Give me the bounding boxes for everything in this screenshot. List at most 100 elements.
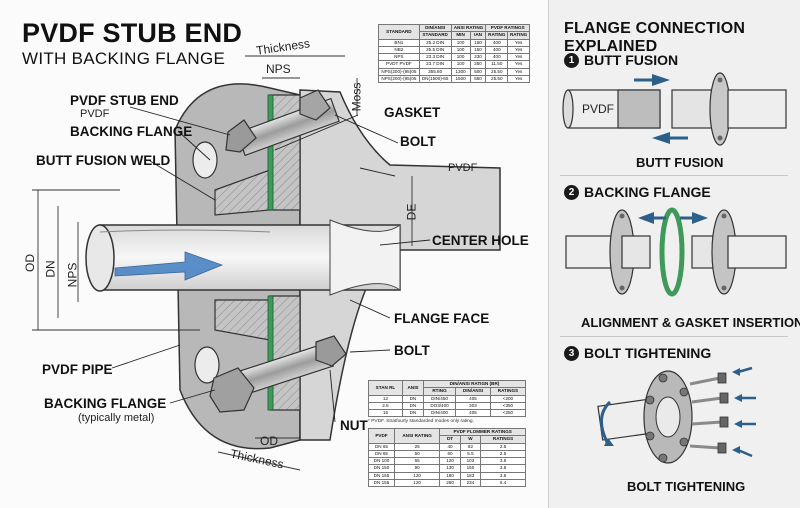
table-cell: DN(1500)-65 xyxy=(418,75,452,84)
divider-1 xyxy=(560,175,788,176)
table-cell: 50 xyxy=(393,449,441,459)
table-mid-h1: STAN RL xyxy=(368,380,403,396)
table-mid-h3: DIN/ANSI RATIGN (BR) xyxy=(422,379,527,389)
table-cell: 150 xyxy=(469,45,487,55)
dim-nps-top: NPS xyxy=(266,62,291,76)
table-cell: DN 65 xyxy=(368,449,395,459)
dim-od-bottom: OD xyxy=(260,434,278,448)
table-cell: 25 xyxy=(393,442,441,451)
step-2-caption: ALIGNMENT & GASKET INSERTION xyxy=(581,315,800,330)
table-cell: 230 xyxy=(469,53,487,62)
table-top-h3: ANSI RATING xyxy=(450,23,487,33)
table-cell: 23.3 DIN xyxy=(418,53,452,62)
table-cell: 90 xyxy=(393,464,441,473)
stub-end-cutaway-diagram xyxy=(32,55,501,471)
table-cell: DN 65 xyxy=(368,442,395,451)
step-1-caption: BUTT FUSION xyxy=(636,155,724,170)
label-bolt-bottom: BOLT xyxy=(394,343,430,358)
gasket-top xyxy=(267,94,274,211)
table-cell: 82 xyxy=(459,442,482,451)
table-cell: Yes xyxy=(507,53,530,62)
dim-od: OD xyxy=(23,254,37,272)
table-top-sh6: RATING xyxy=(507,31,530,40)
table-cell: DN 150 xyxy=(368,464,395,473)
table-bot-sh3: DT xyxy=(439,435,461,444)
page-title: PVDF STUB END xyxy=(22,18,243,48)
table-cell: 120 xyxy=(393,471,441,481)
dim-de: DE xyxy=(404,203,419,221)
table-bot-sh5: RATINGS xyxy=(480,435,526,444)
dim-moss: Moss xyxy=(349,82,364,112)
table-cell: 183 xyxy=(459,471,482,481)
table-cell: 150 xyxy=(459,464,482,473)
table-cell: 400 xyxy=(485,45,509,55)
step-1-pipe-text: PVDF xyxy=(582,102,615,116)
label-backing-flange-bottom: BACKING FLANGE xyxy=(44,396,167,411)
bolt-tightening-illustration xyxy=(597,366,756,464)
table-cell: DN 155 xyxy=(368,479,395,488)
table-cell: <200 xyxy=(489,394,527,403)
step-3-number: 3 xyxy=(564,345,579,361)
table-bot-sh4: W xyxy=(459,435,482,444)
label-butt-fusion-weld: BUTT FUSION WELD xyxy=(36,153,171,168)
table-cell: Yes xyxy=(507,45,530,55)
step-3-heading: 3 BOLT TIGHTENING xyxy=(564,345,711,361)
table-cell: DN xyxy=(401,401,424,411)
step-1-label: BUTT FUSION xyxy=(584,52,679,68)
table-cell: <250 xyxy=(489,409,527,418)
table-mid-sh5: RATINGS xyxy=(489,387,527,396)
table-cell: 5.5 xyxy=(459,449,482,459)
table-top-h1: STANDARD xyxy=(378,24,420,40)
table-cell: 3.8 xyxy=(480,464,526,473)
spec-table-middle: STAN RL ANSI DIN/ANSI RATIGN (BR) RTING … xyxy=(368,379,527,418)
label-center-hole: CENTER HOLE xyxy=(432,233,529,248)
table-cell: DN xyxy=(401,409,424,418)
alignment-gasket-illustration xyxy=(565,207,787,297)
table-cell: 260 xyxy=(439,479,461,488)
table-cell: 250 xyxy=(469,60,487,69)
bolt-bottom xyxy=(209,335,347,413)
table-cell: 11.50 xyxy=(485,60,509,69)
label-gasket: GASKET xyxy=(384,105,441,120)
label-stub-end: PVDF STUB END xyxy=(70,93,179,108)
table-top-h4: PVDF RATINGS xyxy=(485,23,530,33)
spec-table-top: STANDARD DIN/ANSI ANSI RATING PVDF RATIN… xyxy=(378,23,530,84)
step-2-number: 2 xyxy=(564,184,579,200)
table-cell: 355.80 xyxy=(418,67,452,77)
gasket-bottom xyxy=(267,295,274,411)
table-cell: 25.50 xyxy=(485,67,509,77)
table-cell: DO3/400 xyxy=(422,401,457,411)
step-2-label: BACKING FLANGE xyxy=(584,184,711,200)
butt-fusion-illustration xyxy=(562,72,787,146)
table-cell: 405 xyxy=(455,409,491,418)
table-cell: DIN/400 xyxy=(422,409,457,418)
table-cell: 1300 xyxy=(450,67,471,77)
table-cell: 100 xyxy=(450,38,471,47)
table-cell: 100 xyxy=(450,53,471,62)
table-cell: 180 xyxy=(439,471,461,481)
table-cell: 103 xyxy=(459,457,482,466)
page-subtitle: WITH BACKING FLANGE xyxy=(22,49,226,68)
table-cell: 60 xyxy=(439,449,461,459)
table-cell: 2.5 xyxy=(480,442,526,451)
table-top-sh5: RATING xyxy=(485,31,509,40)
table-bot-h1: PVDF xyxy=(368,428,395,444)
label-backing-flange: BACKING FLANGE xyxy=(70,124,193,139)
table-cell: 150 xyxy=(469,38,487,47)
table-cell: NB2 xyxy=(378,45,420,55)
table-cell: 234 xyxy=(459,479,482,488)
table-cell: 400 xyxy=(485,38,509,47)
table-cell: 65 xyxy=(393,457,441,466)
table-cell: 2.5 xyxy=(368,401,403,411)
step-3-label: BOLT TIGHTENING xyxy=(584,345,712,361)
table-cell: 500 xyxy=(469,67,487,77)
table-cell: 130 xyxy=(439,464,461,473)
table-cell: 100 xyxy=(450,60,471,69)
label-flange-face: FLANGE FACE xyxy=(394,311,490,326)
